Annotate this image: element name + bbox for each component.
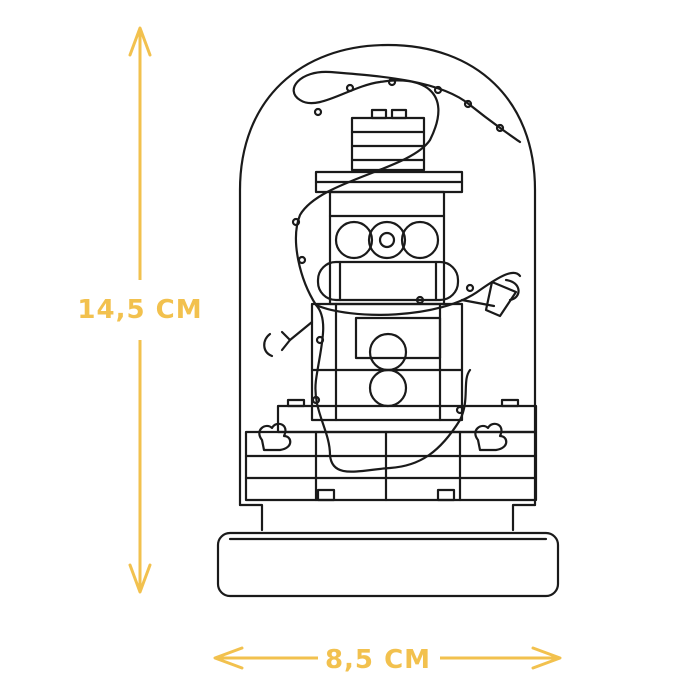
glass-dome	[238, 43, 537, 507]
arm-shaft	[288, 320, 314, 342]
height-label: 14,5 CM	[77, 295, 202, 325]
button-lower	[368, 368, 408, 408]
light-bulb	[315, 335, 325, 345]
nose-center	[378, 231, 396, 249]
arm-shaft	[460, 298, 496, 308]
width-label: 8,5 CM	[325, 645, 431, 675]
snowman-hat	[314, 108, 464, 194]
right-arm	[460, 278, 520, 318]
platform-stud	[316, 488, 336, 502]
eye-right	[400, 220, 440, 260]
left-arm	[263, 320, 314, 358]
flame-right-icon	[474, 422, 508, 452]
dimension-annotations: 14,5 CM 8,5 CM	[77, 26, 562, 675]
light-bulb	[311, 395, 321, 405]
light-bulb	[415, 295, 425, 305]
light-bulb	[455, 405, 465, 415]
light-bulb	[313, 107, 323, 117]
hat-top	[350, 116, 426, 172]
nose-stud	[367, 220, 407, 260]
dome-neck	[238, 503, 537, 532]
claw-tip	[504, 278, 520, 302]
eye-left	[334, 220, 374, 260]
hat-stud	[390, 108, 408, 120]
wooden-base	[216, 531, 560, 598]
claw-hand	[484, 280, 518, 318]
claw-hand	[263, 330, 292, 358]
platform-stud	[500, 398, 520, 408]
scarf-piece	[316, 260, 460, 302]
snowman-head	[316, 190, 460, 306]
platform-stud	[436, 488, 456, 502]
light-bulb	[495, 123, 505, 133]
flame-left-icon	[258, 422, 292, 452]
body-block	[310, 302, 464, 422]
width-arrowhead-left	[213, 646, 244, 670]
light-bulb	[463, 99, 473, 109]
height-arrowhead-top	[128, 26, 152, 57]
ground-platform	[244, 398, 538, 502]
platform-stud	[286, 398, 306, 408]
light-bulb	[433, 85, 443, 95]
light-bulb	[297, 255, 307, 265]
button-upper	[368, 332, 408, 372]
light-bulb	[345, 83, 355, 93]
light-bulb	[387, 77, 397, 87]
light-bulb	[291, 217, 301, 227]
hat-stud	[370, 108, 388, 120]
fairy-light-bulbs	[291, 77, 505, 415]
platform-lower	[244, 430, 538, 502]
width-arrowhead-right	[531, 646, 562, 670]
snowman-body	[310, 302, 464, 422]
height-arrowhead-bottom	[128, 563, 152, 594]
light-bulb	[465, 283, 475, 293]
